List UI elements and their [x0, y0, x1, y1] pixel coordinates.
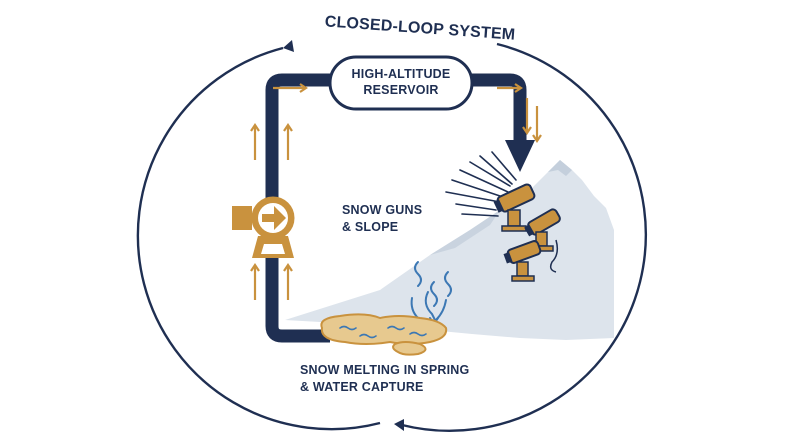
reservoir-label-line1: HIGH-ALTITUDE [351, 67, 451, 81]
snow-guns-label-line2: & SLOPE [342, 220, 399, 234]
arrow-icon [250, 263, 260, 300]
melting-label: SNOW MELTING IN SPRING & WATER CAPTURE [300, 362, 530, 396]
snow-guns-label: SNOW GUNS & SLOPE [342, 202, 450, 236]
reservoir-label: HIGH-ALTITUDE RESERVOIR [333, 66, 469, 98]
melting-label-line1: SNOW MELTING IN SPRING [300, 363, 470, 377]
flow-arrows [250, 83, 542, 300]
water-pool-icon [320, 313, 448, 356]
arrow-icon [283, 123, 293, 160]
outer-cycle-circle [136, 40, 647, 433]
pipe-down-arrow-icon [505, 140, 535, 172]
snow-gun-icon [524, 208, 561, 252]
mountain-icon [285, 160, 614, 340]
arrow-icon [532, 106, 542, 143]
arrow-icon [522, 98, 532, 135]
snow-gun-icon [493, 183, 536, 232]
snow-gun-icon [503, 240, 542, 282]
reservoir-label-line2: RESERVOIR [363, 83, 439, 97]
arrow-icon [273, 83, 308, 93]
snow-guns-label-line1: SNOW GUNS [342, 203, 423, 217]
meltwater-lines [410, 261, 452, 326]
reservoir-box [328, 55, 474, 111]
spray-lines [445, 151, 517, 217]
melting-label-line2: & WATER CAPTURE [300, 380, 424, 394]
snow-gun-hose [549, 239, 559, 273]
pump-icon [232, 196, 295, 258]
arrow-icon [250, 123, 260, 160]
arrow-icon [283, 263, 293, 300]
arrow-icon [497, 83, 523, 93]
